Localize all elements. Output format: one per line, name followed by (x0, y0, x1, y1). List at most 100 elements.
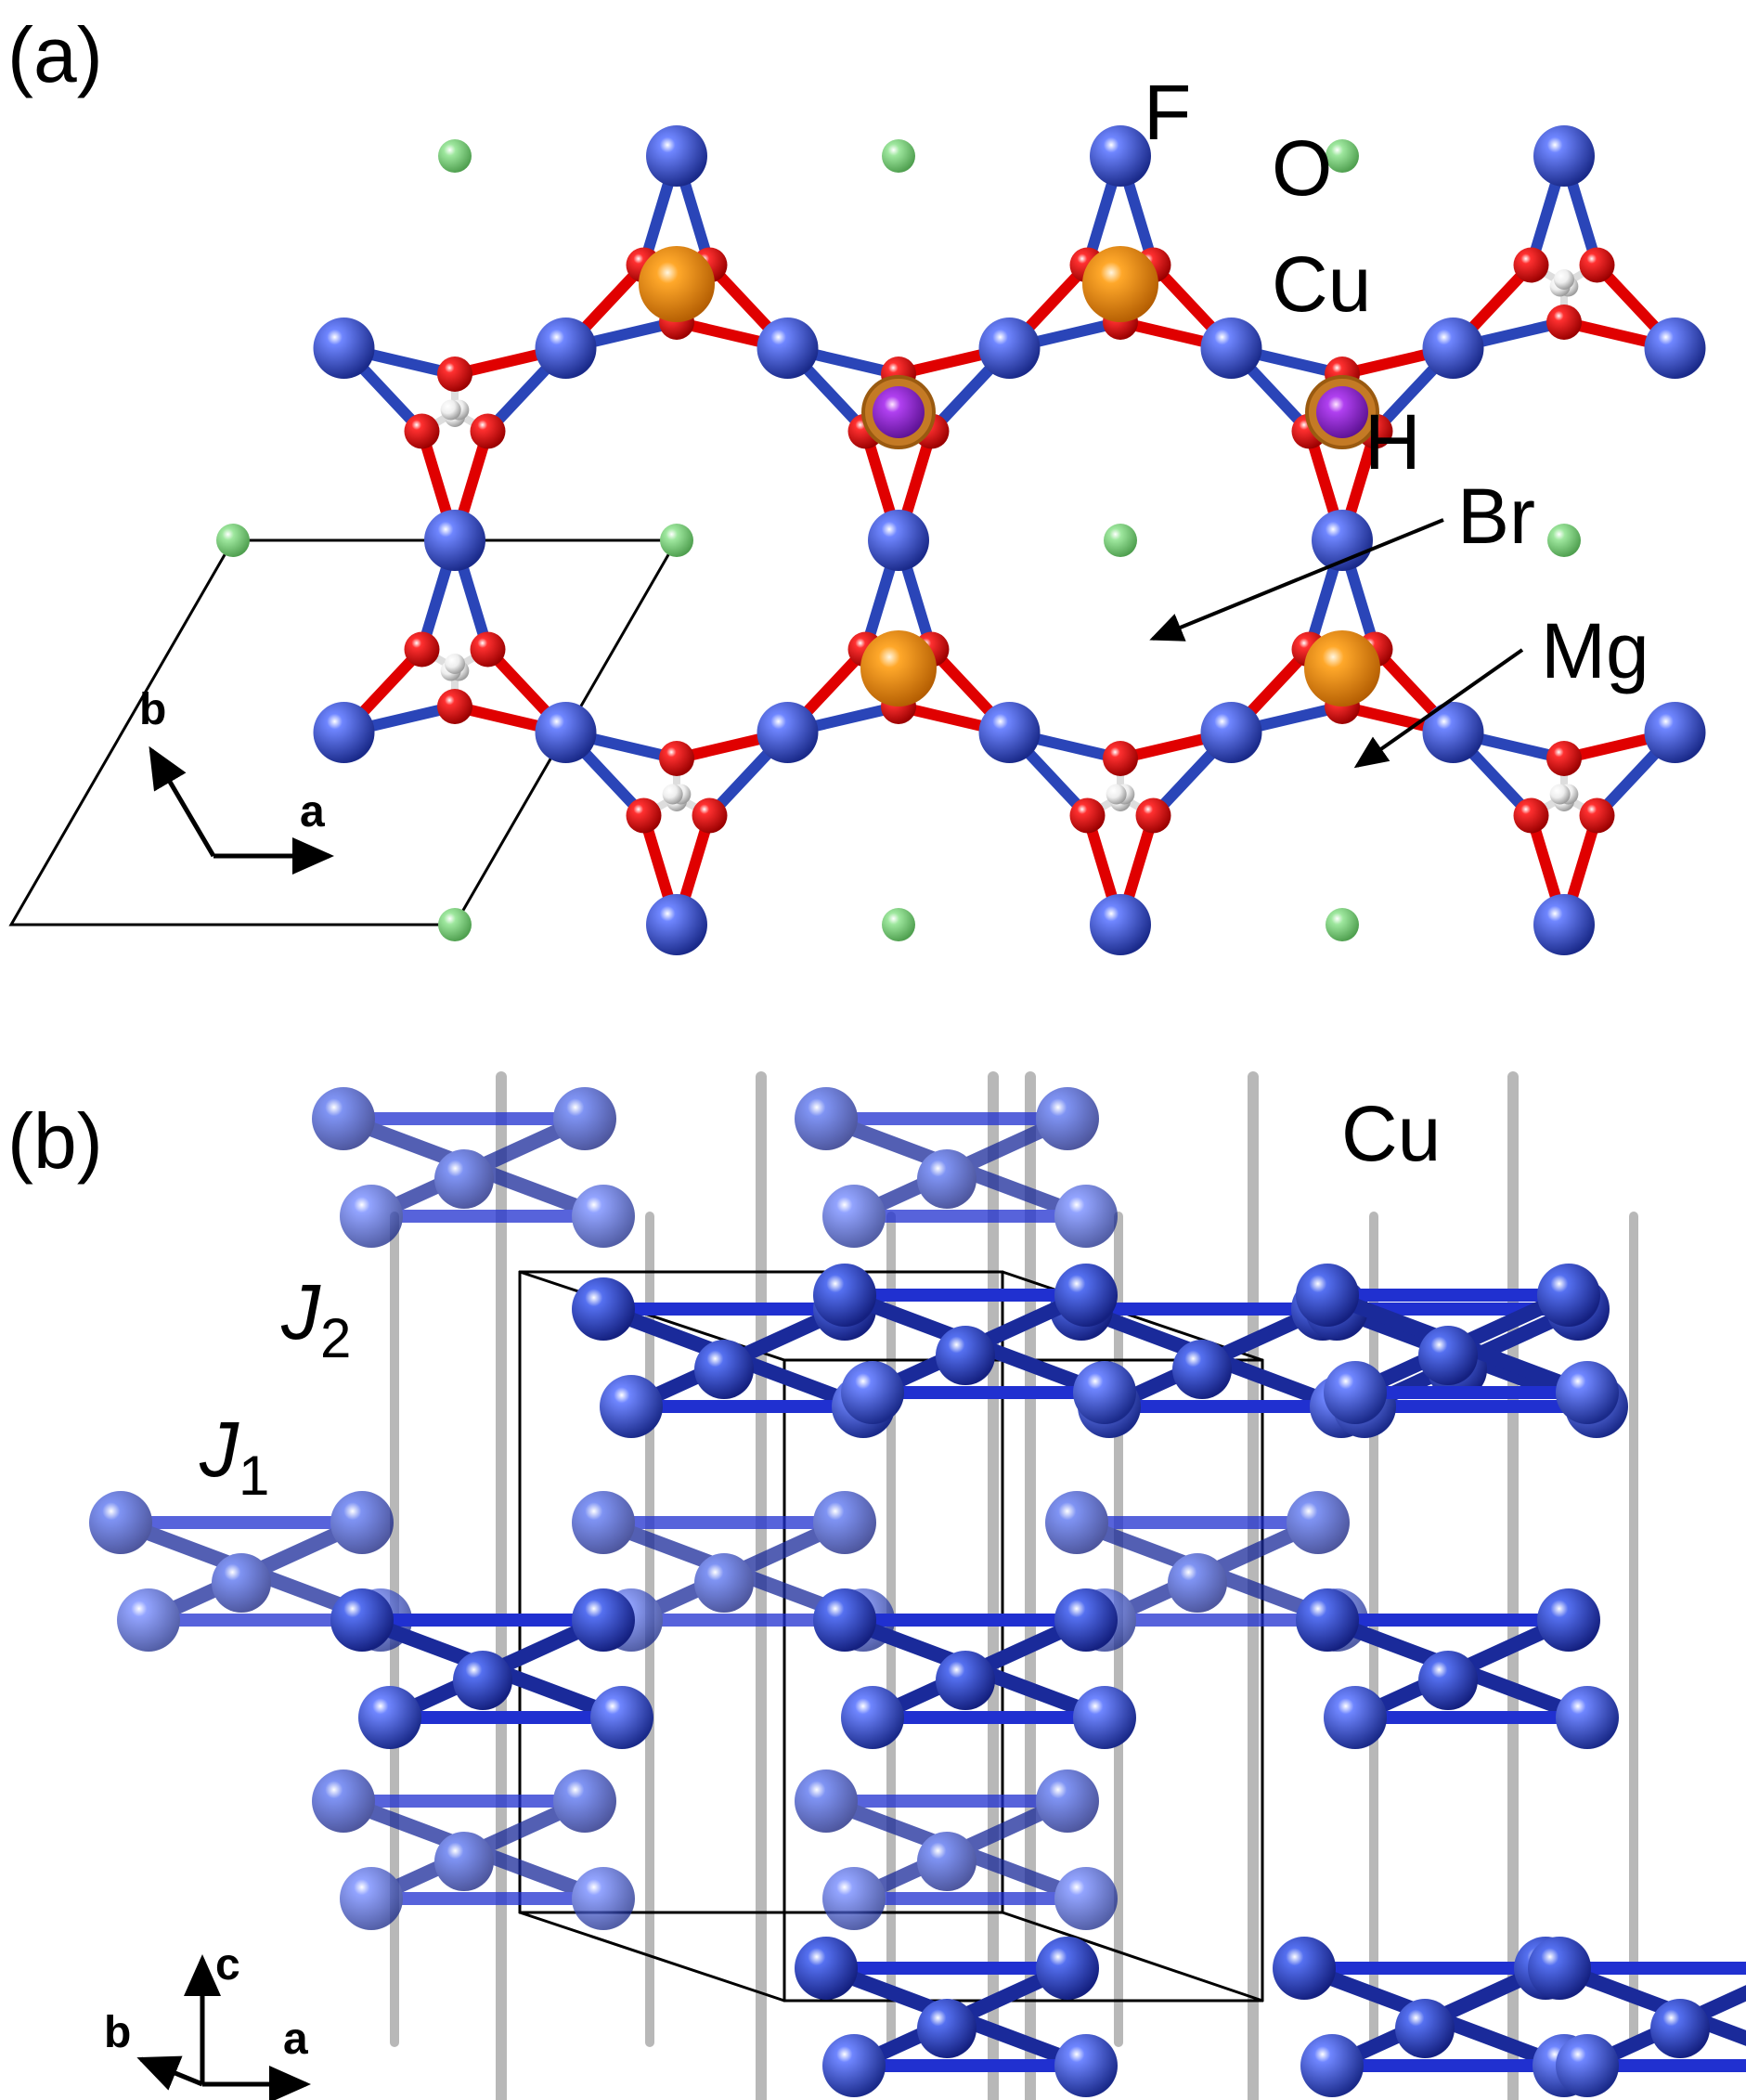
copper-atom (1556, 2034, 1619, 2097)
copper-atom (1296, 1264, 1359, 1327)
panel-a: (a) F O Cu H Br Mg b a (7, 11, 1706, 955)
copper-atom (1537, 1588, 1600, 1652)
magnesium-atom (860, 630, 937, 706)
copper-atom (572, 1491, 635, 1554)
copper-atom (868, 510, 929, 571)
label-copper: Cu (1272, 240, 1371, 328)
copper-atom (813, 1264, 876, 1327)
label-oxygen: O (1272, 124, 1332, 212)
copper-atom (572, 1867, 635, 1930)
copper-atom (646, 125, 707, 187)
copper-atom (572, 1185, 635, 1248)
fluorine-atom (1547, 524, 1581, 557)
copper-atom (822, 1185, 886, 1248)
oxygen-atom (1546, 305, 1582, 340)
copper-atom (535, 318, 597, 379)
oxygen-atom (1579, 797, 1615, 834)
copper-atom (1422, 318, 1484, 379)
copper-atom (936, 1326, 995, 1385)
oxygen-atom (659, 741, 694, 776)
hydrogen-atom (662, 784, 683, 805)
label-magnesium: Mg (1541, 607, 1649, 694)
oxygen-atom (404, 631, 440, 668)
fluorine-atom (660, 524, 693, 557)
hydrogen-atom (445, 654, 465, 674)
oxygen-atom (470, 413, 506, 449)
copper-atom (1533, 125, 1595, 187)
copper-atom (330, 1588, 394, 1652)
copper-atom (822, 1867, 886, 1930)
copper-atom (694, 1340, 754, 1399)
copper-atom (312, 1769, 375, 1833)
copper-atom (358, 1686, 421, 1749)
magnesium-pointer-arrow (1353, 648, 1524, 769)
b-axis-label-b: b (104, 2008, 131, 2057)
label-fluorine: F (1144, 69, 1191, 156)
fluorine-atom (438, 139, 472, 173)
copper-atom (1200, 318, 1262, 379)
oxygen-atom (1513, 247, 1549, 283)
bromine-atom (1316, 386, 1368, 438)
oxygen-atom (437, 356, 472, 392)
kagome-layer (813, 1264, 1619, 1424)
copper-atom (1054, 1867, 1118, 1930)
copper-atom (340, 1185, 403, 1248)
copper-atom (1556, 1361, 1619, 1424)
oxygen-atom (1135, 797, 1171, 834)
copper-atom (572, 1277, 635, 1341)
label-bromine: Br (1457, 473, 1535, 560)
hydrogen-atom (1554, 269, 1574, 290)
hydrogen-atom (1549, 784, 1571, 805)
fluorine-atom (1326, 139, 1359, 173)
copper-atom (813, 1491, 876, 1554)
magnesium-atom (1082, 246, 1158, 322)
copper-atom (1644, 318, 1706, 379)
fluorine-atom (1326, 908, 1359, 941)
copper-atom (795, 1769, 858, 1833)
copper-atom (841, 1361, 904, 1424)
copper-atom (1172, 1340, 1232, 1399)
oxygen-atom (470, 631, 506, 668)
copper-atom (312, 1087, 375, 1150)
panel-b: (b) Cu J2 J1 c a b (7, 1071, 1746, 2100)
copper-atom (313, 318, 375, 379)
copper-atom (553, 1769, 616, 1833)
copper-atom (1200, 702, 1262, 763)
hydrogen-atom (440, 399, 461, 421)
copper-atom (1036, 1937, 1099, 2000)
oxygen-atom (404, 413, 440, 449)
oxygen-atom (1579, 247, 1615, 283)
copper-atom (1650, 1999, 1710, 2058)
copper-atom (553, 1087, 616, 1150)
panel-b-label: (b) (7, 1097, 103, 1185)
copper-atom (1273, 1937, 1336, 2000)
copper-atom (978, 318, 1041, 379)
panel-a-atoms (216, 125, 1706, 955)
a-axis-label-b: a (283, 2015, 308, 2064)
copper-atom (1395, 1999, 1455, 2058)
copper-atom (1528, 1937, 1591, 2000)
kagome-layers (89, 1087, 1746, 2097)
oxygen-atom (1103, 741, 1138, 776)
copper-atom (1537, 1264, 1600, 1327)
copper-atom (1422, 702, 1484, 763)
copper-atom (978, 702, 1041, 763)
copper-atom (795, 1087, 858, 1150)
copper-atom (1418, 1326, 1478, 1385)
c-axis-label: c (215, 1940, 240, 1990)
copper-atom (434, 1832, 494, 1891)
label-hydrogen: H (1364, 398, 1421, 486)
copper-atom (917, 1149, 976, 1209)
kagome-layer (330, 1588, 1619, 1749)
copper-atom (1054, 2034, 1118, 2097)
kagome-layer (795, 1937, 1746, 2097)
kagome-layer (89, 1491, 1368, 1652)
copper-atom (1090, 894, 1151, 955)
copper-atom (1287, 1491, 1350, 1554)
bromine-atom (873, 386, 925, 438)
copper-atom (1073, 1686, 1136, 1749)
fluorine-atom (882, 908, 915, 941)
kagome-layer (312, 1087, 1118, 1248)
axes-a-panel: b a (139, 685, 334, 875)
copper-atom (434, 1149, 494, 1209)
